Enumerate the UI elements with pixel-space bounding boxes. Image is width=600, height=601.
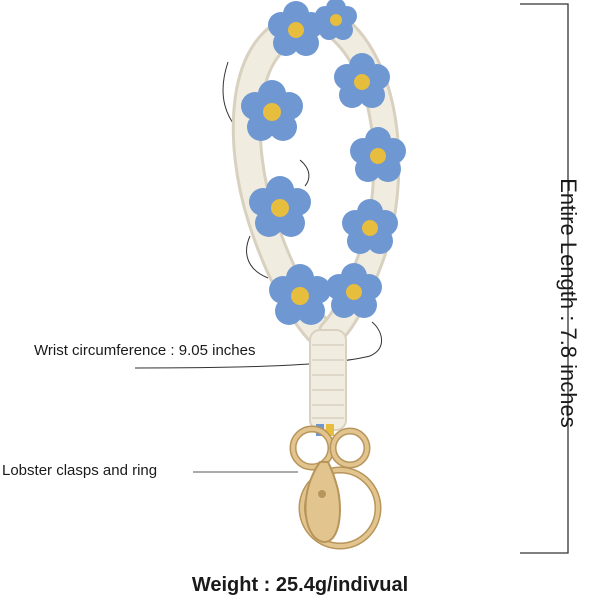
flower [268,1,324,56]
wrist-arc-mid [299,159,310,187]
weight-label: Weight : 25.4g/indivual [191,574,409,596]
wrapped-handle [309,329,347,436]
length-bracket [520,3,569,554]
wrist-arc-lower [246,235,269,279]
entire-length-label: Entire Length : 7.8 inches [556,178,581,428]
clasp-label: Lobster clasps and ring [2,462,158,479]
lobster-clasp-and-ring [289,425,382,550]
flower [249,176,311,237]
flower [241,80,303,141]
flower [315,0,357,40]
flower [326,263,382,318]
wrist-circumference-label: Wrist circumference : 9.05 inches [34,342,256,359]
flower [342,199,398,254]
flower [350,127,406,182]
flower [334,53,390,108]
flower [269,264,331,325]
